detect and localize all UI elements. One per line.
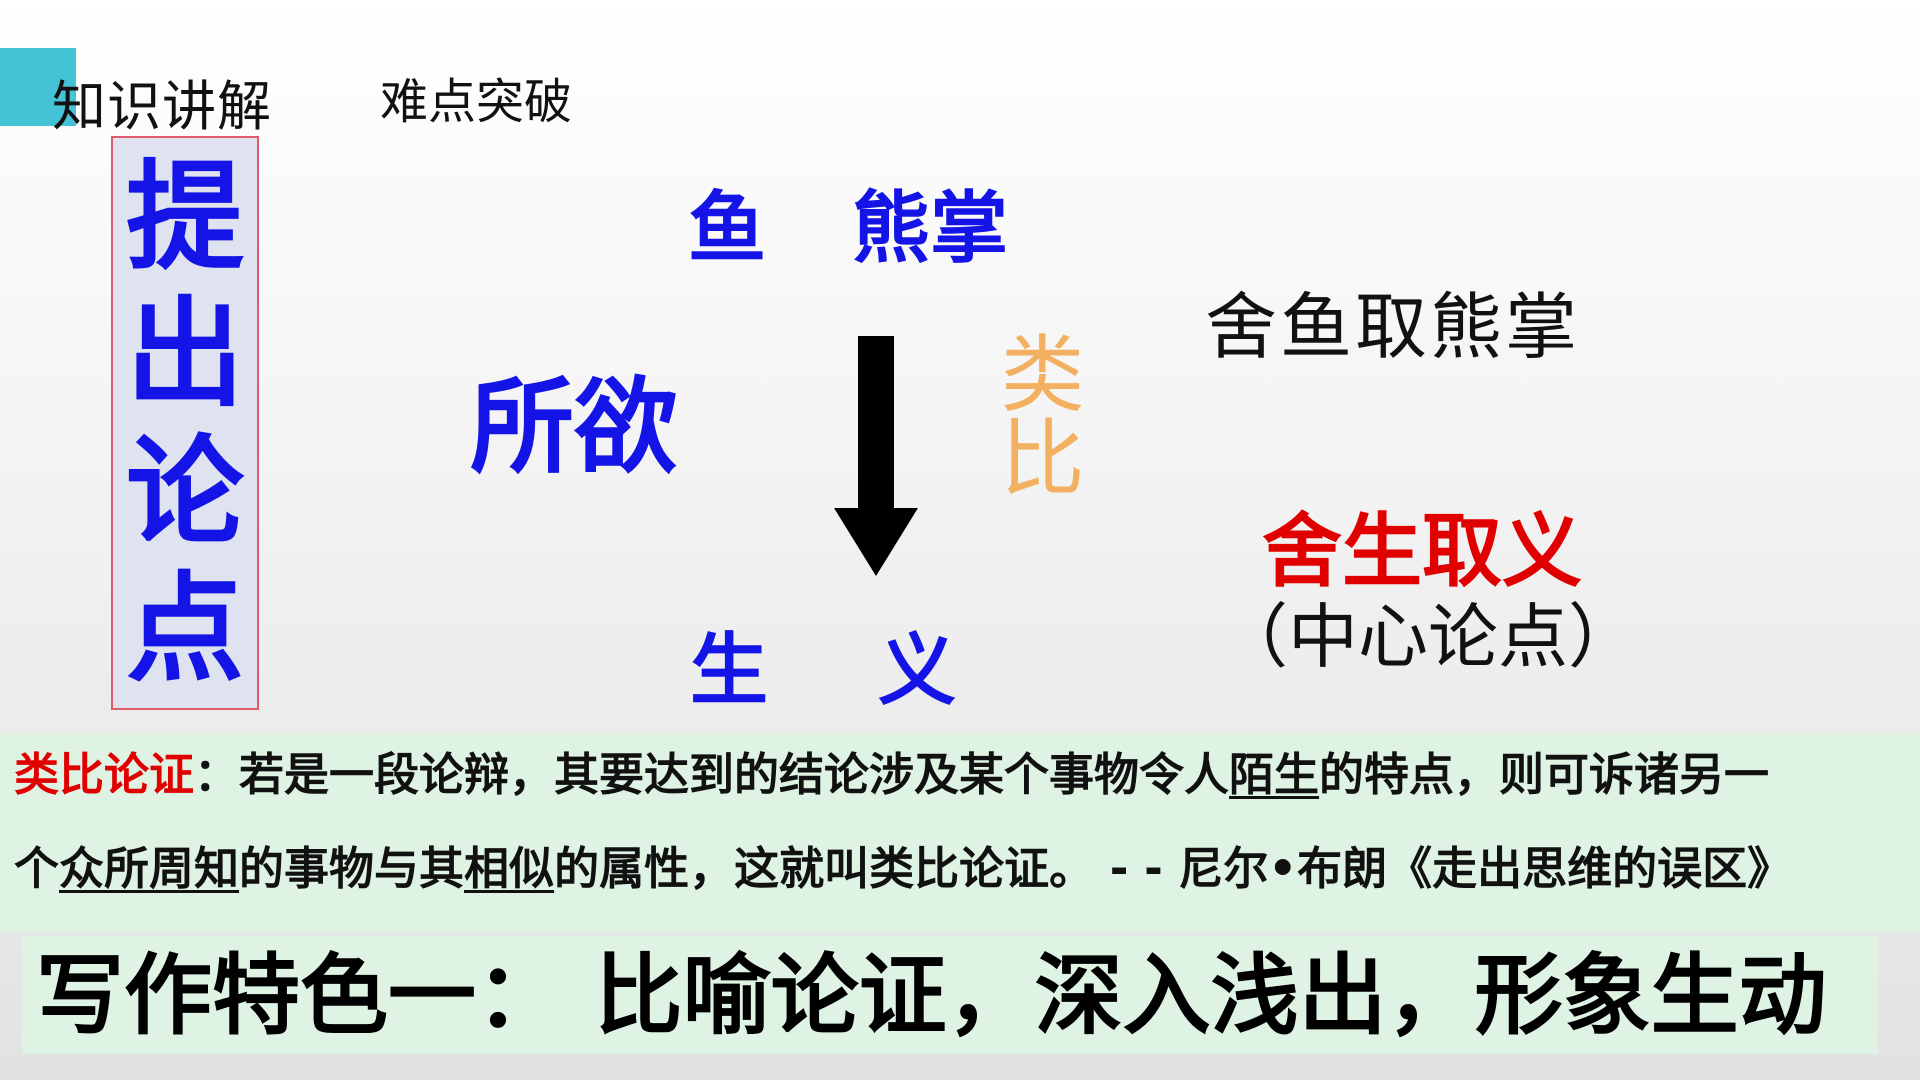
arrow-down-icon — [834, 336, 918, 576]
definition-text: 的属性，这就叫类比论证。 - - 尼尔•布朗《走出思维的误区》 — [554, 842, 1793, 895]
word-desire: 所欲 — [470, 366, 679, 488]
definition-text: ：若是一段论辩，其要达到的结论涉及某个事物令人 — [194, 748, 1230, 801]
banner-background — [22, 936, 1878, 1054]
definition-panel — [0, 733, 1920, 933]
definition-underlined: 相似 — [464, 842, 555, 895]
analogy-label: 类比 — [987, 330, 1085, 498]
definition-text: 的事物与其 — [239, 842, 465, 895]
header-tab-difficulty[interactable]: 难点突破 — [380, 74, 573, 130]
definition-term: 类比论证 — [14, 748, 195, 801]
thesis-box: 提 出 论 点 — [111, 136, 259, 710]
thesis-char: 提 — [125, 147, 244, 286]
thesis-char: 出 — [125, 285, 244, 424]
definition-line-1: 类比论证：若是一段论辩，其要达到的结论涉及某个事物令人陌生的特点，则可诉诸另一 — [14, 752, 1769, 797]
header-tab-marker — [0, 48, 76, 126]
word-righteousness: 义 — [878, 626, 957, 716]
definition-text: 的特点，则可诉诸另一 — [1319, 748, 1770, 801]
thesis-char: 论 — [125, 422, 244, 561]
thesis-char: 点 — [125, 560, 244, 699]
phrase-thesis-note: （中心论点） — [1218, 596, 1638, 678]
word-fish: 鱼 — [688, 184, 767, 274]
definition-underlined: 陌生 — [1229, 748, 1320, 801]
word-bear-paw: 熊掌 — [852, 184, 1009, 274]
definition-text: 个 — [14, 842, 60, 895]
definition-line-2: 个众所周知的事物与其相似的属性，这就叫类比论证。 - - 尼尔•布朗《走出思维的… — [14, 846, 1792, 891]
word-life: 生 — [690, 626, 769, 716]
writing-feature-banner: 写作特色一： 比喻论证，深入浅出，形象生动 — [36, 944, 1827, 1047]
phrase-central-thesis: 舍生取义 — [1262, 505, 1582, 598]
header-tab-knowledge[interactable]: 知识讲解 — [52, 75, 272, 138]
phrase-fish-paw: 舍鱼取熊掌 — [1205, 285, 1581, 369]
definition-underlined: 众所周知 — [59, 842, 240, 895]
